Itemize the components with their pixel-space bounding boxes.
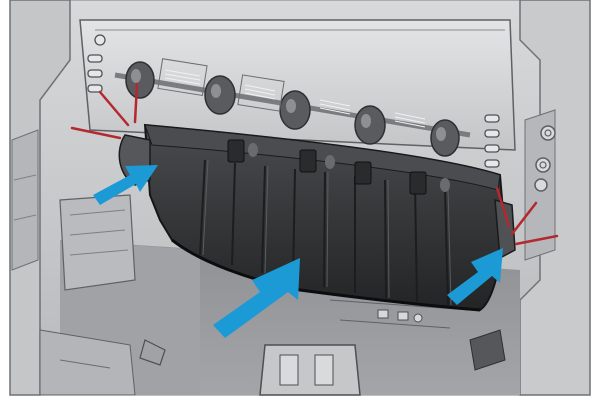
roller-housing [79, 19, 516, 151]
click-indicator-icon [495, 186, 559, 246]
right-end-cap [494, 198, 516, 260]
push-arrow-icon [447, 248, 503, 305]
right-fastener [540, 125, 556, 141]
click-indicator-icon [70, 82, 139, 140]
brush-strips [164, 69, 426, 128]
bottom-bracket [259, 344, 361, 396]
fuser-clips [227, 139, 427, 195]
push-arrow-icon [93, 165, 158, 205]
fuser-ribs [199, 159, 449, 306]
left-mounting-slots [87, 34, 106, 93]
push-arrow-icon [213, 258, 300, 338]
left-side-wall [9, 0, 71, 396]
